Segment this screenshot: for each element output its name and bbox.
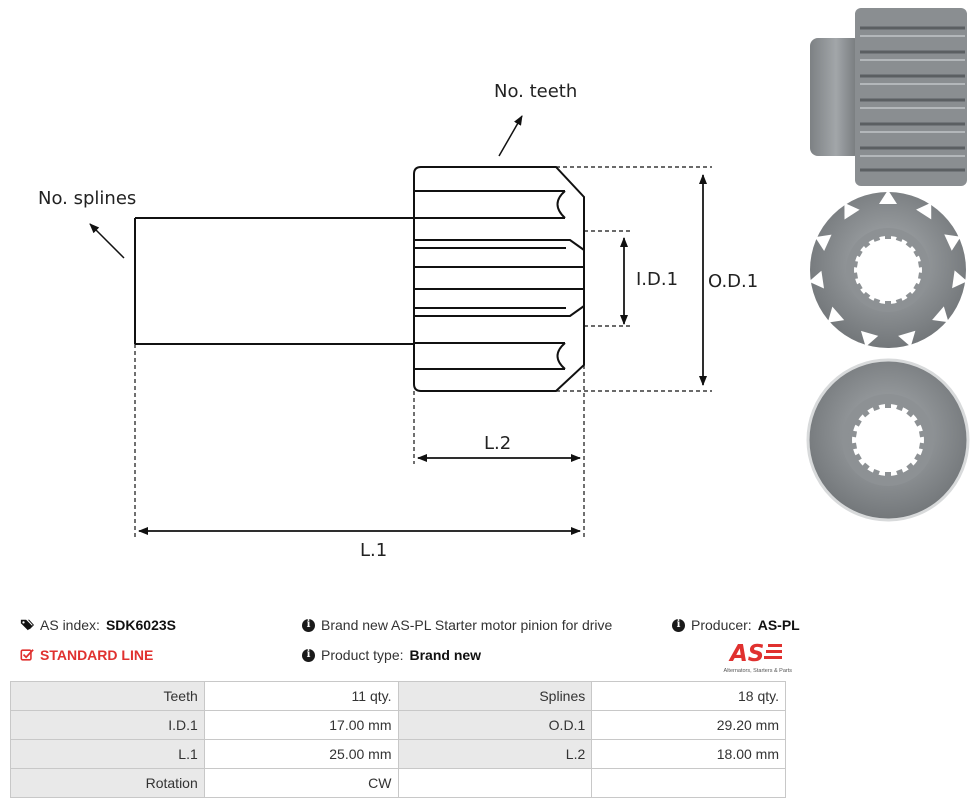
spec-label: L.2 [397,739,593,769]
spec-value: 11 qty. [203,681,399,711]
table-row: L.1 25.00 mm L.2 18.00 mm [10,739,786,769]
od1-label: O.D.1 [708,271,758,292]
as-pl-logo-mark: AS [728,641,782,667]
pinion-side-photo [810,8,967,186]
table-row: Teeth 11 qty. Splines 18 qty. [10,681,786,711]
as-pl-logo: AS Alternators, Starters & Parts [716,640,792,674]
producer: i Producer: AS-PL [672,617,800,633]
spec-value: 17.00 mm [203,710,399,740]
spec-label: Teeth [10,681,205,711]
technical-drawing: No. teeth No. splines I.D.1 O.D.1 L.2 L.… [38,81,758,561]
info-icon: i [672,618,685,632]
description: i Brand new AS-PL Starter motor pinion f… [302,617,612,633]
spec-label [397,768,593,798]
checkbox-checked-icon [20,649,34,661]
product-type-value: Brand new [409,647,482,663]
spec-label: Splines [397,681,593,711]
no-teeth-label: No. teeth [494,81,577,102]
spec-label: O.D.1 [397,710,593,740]
producer-value: AS-PL [757,617,800,633]
svg-text:AS: AS [728,641,764,664]
l2-label: L.2 [484,433,511,454]
id1-label: I.D.1 [636,269,678,290]
spec-label: I.D.1 [10,710,205,740]
standard-line-badge: STANDARD LINE [20,647,153,663]
as-pl-logo-tagline: Alternators, Starters & Parts [723,668,792,674]
spec-label: Rotation [10,768,205,798]
pinion-shaft-end-photo [806,358,970,522]
tags-icon [20,619,34,631]
table-row: I.D.1 17.00 mm O.D.1 29.20 mm [10,710,786,740]
spec-value [591,768,786,798]
product-type-label: Product type: [321,647,404,663]
description-text: Brand new AS-PL Starter motor pinion for… [321,617,613,633]
pinion-gear-end-photo [808,190,968,348]
spec-label: L.1 [10,739,205,769]
spec-value: 29.20 mm [591,710,786,740]
l1-label: L.1 [360,540,387,561]
as-index: AS index: SDK6023S [20,617,176,633]
spec-value: 18 qty. [591,681,786,711]
standard-line-text: STANDARD LINE [40,647,154,663]
as-index-label: AS index: [40,617,100,633]
product-photos [806,8,970,522]
info-icon: i [302,618,315,632]
table-row: Rotation CW [10,768,786,798]
producer-label: Producer: [691,617,752,633]
specs-table: Teeth 11 qty. Splines 18 qty. I.D.1 17.0… [10,681,786,798]
as-index-value: SDK6023S [105,617,176,633]
spec-value: CW [203,768,399,798]
spec-value: 18.00 mm [591,739,786,769]
no-splines-label: No. splines [38,188,136,209]
spec-value: 25.00 mm [203,739,399,769]
info-icon: i [302,648,315,662]
product-type: i Product type: Brand new [302,647,481,663]
